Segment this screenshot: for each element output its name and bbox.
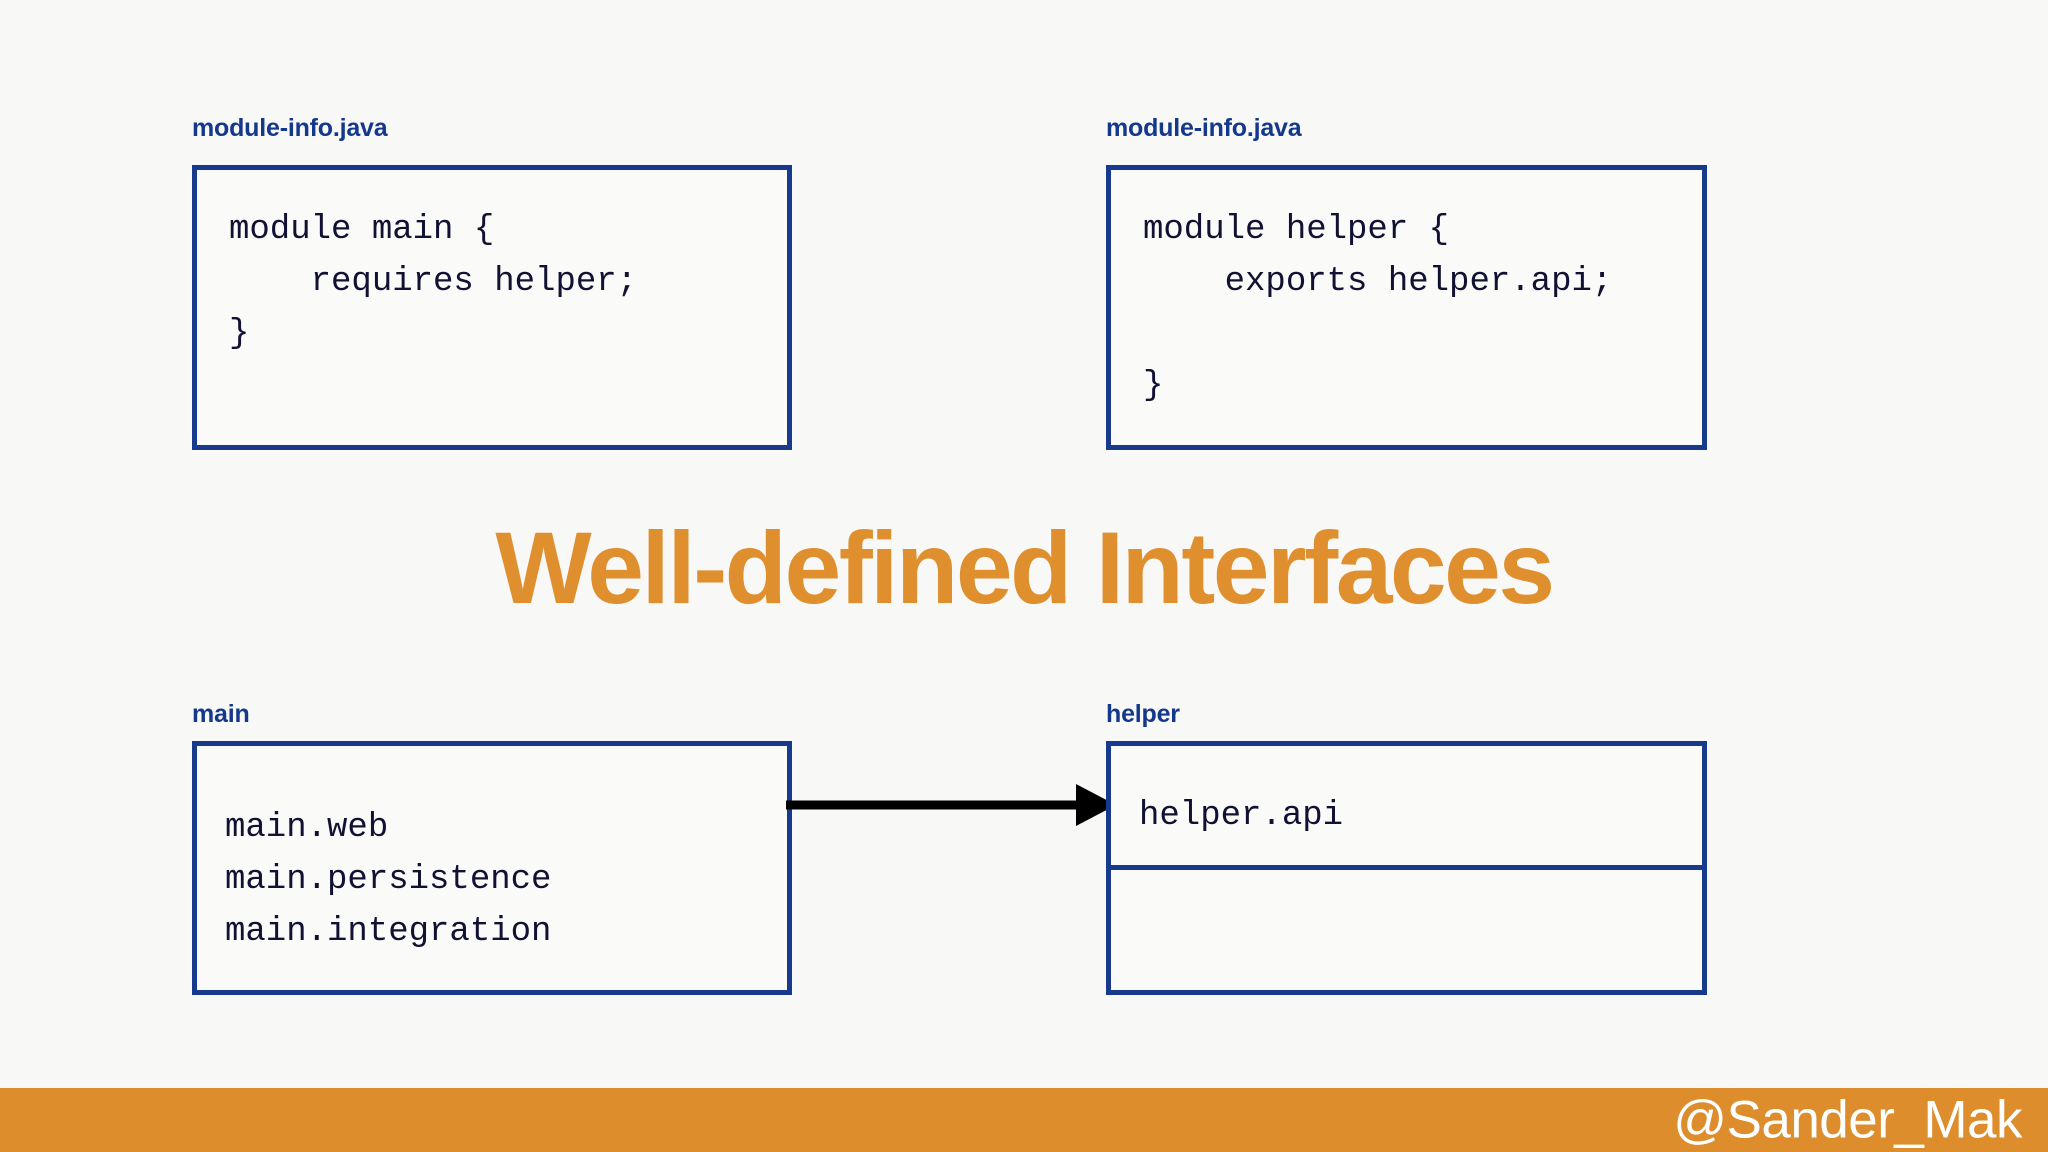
footer-handle: @Sander_Mak — [1673, 1090, 2022, 1150]
code-panel-main-text: module main { requires helper; } — [229, 211, 638, 353]
code-panel-helper: module helper { exports helper.api; } — [1106, 165, 1707, 450]
module-box-helper: helper.api — [1106, 741, 1707, 995]
code-panel-helper-text: module helper { exports helper.api; } — [1143, 211, 1613, 405]
module-main-packages: main.web main.persistence main.integrati… — [225, 809, 552, 951]
module-helper-divider — [1111, 865, 1702, 870]
page-title: Well-defined Interfaces — [495, 511, 1555, 625]
dependency-arrow — [786, 784, 1116, 826]
module-label-helper: helper — [1106, 700, 1180, 728]
code-panel-label-helper: module-info.java — [1106, 114, 1302, 142]
code-panel-label-main: module-info.java — [192, 114, 388, 142]
module-helper-exported-packages: helper.api — [1139, 797, 1344, 835]
module-box-main: main.web main.persistence main.integrati… — [192, 741, 792, 995]
module-label-main: main — [192, 700, 250, 728]
footer-bar: @Sander_Mak — [0, 1088, 2048, 1152]
code-panel-main: module main { requires helper; } — [192, 165, 792, 450]
